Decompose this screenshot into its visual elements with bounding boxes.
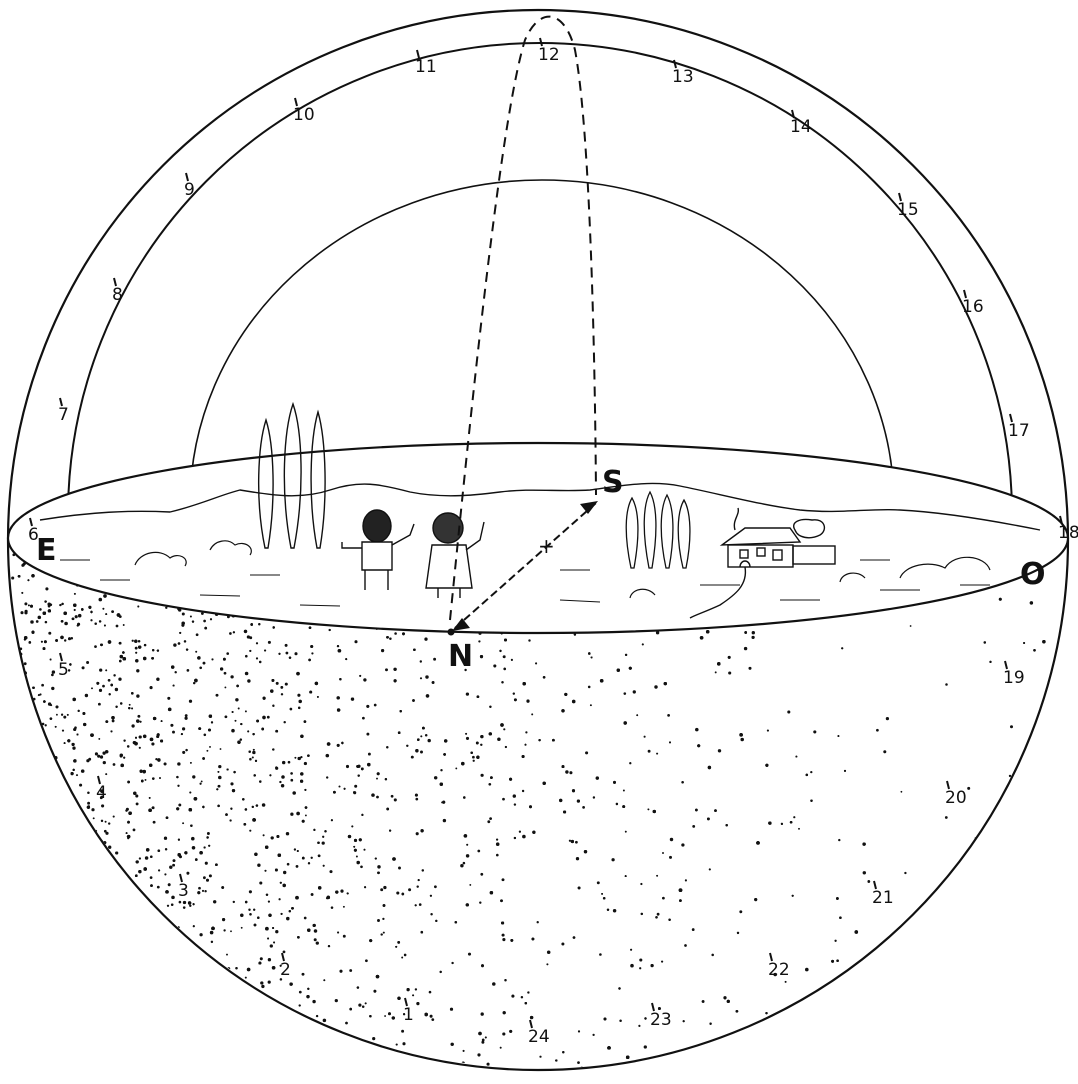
- cardinal-south: S: [602, 465, 624, 500]
- hour-label-15: 15: [897, 200, 919, 220]
- cardinal-east: E: [36, 533, 57, 568]
- cardinal-north: N: [448, 639, 473, 674]
- hour-label-16: 16: [962, 297, 984, 317]
- hour-label-1: 1: [403, 1005, 414, 1025]
- hour-label-13: 13: [672, 67, 694, 87]
- hour-label-5: 5: [58, 660, 69, 680]
- hour-label-4: 4: [96, 783, 107, 803]
- hour-label-8: 8: [112, 285, 123, 305]
- hour-label-20: 20: [945, 788, 967, 808]
- hour-label-3: 3: [178, 881, 189, 901]
- svg-text:+: +: [538, 534, 555, 558]
- hour-label-17: 17: [1008, 421, 1030, 441]
- hour-label-12: 12: [538, 45, 560, 65]
- hour-label-22: 22: [768, 960, 790, 980]
- hour-label-18: 18: [1058, 523, 1078, 543]
- hour-label-23: 23: [650, 1010, 672, 1030]
- hour-label-11: 11: [415, 57, 437, 77]
- hour-label-10: 10: [293, 105, 315, 125]
- hour-label-9: 9: [184, 180, 195, 200]
- hour-label-7: 7: [58, 405, 69, 425]
- hour-label-2: 2: [280, 960, 291, 980]
- hour-label-14: 14: [790, 117, 812, 137]
- hour-label-19: 19: [1003, 668, 1025, 688]
- cardinal-west: O: [1020, 557, 1046, 592]
- hour-label-21: 21: [872, 888, 894, 908]
- hour-label-24: 24: [528, 1027, 550, 1047]
